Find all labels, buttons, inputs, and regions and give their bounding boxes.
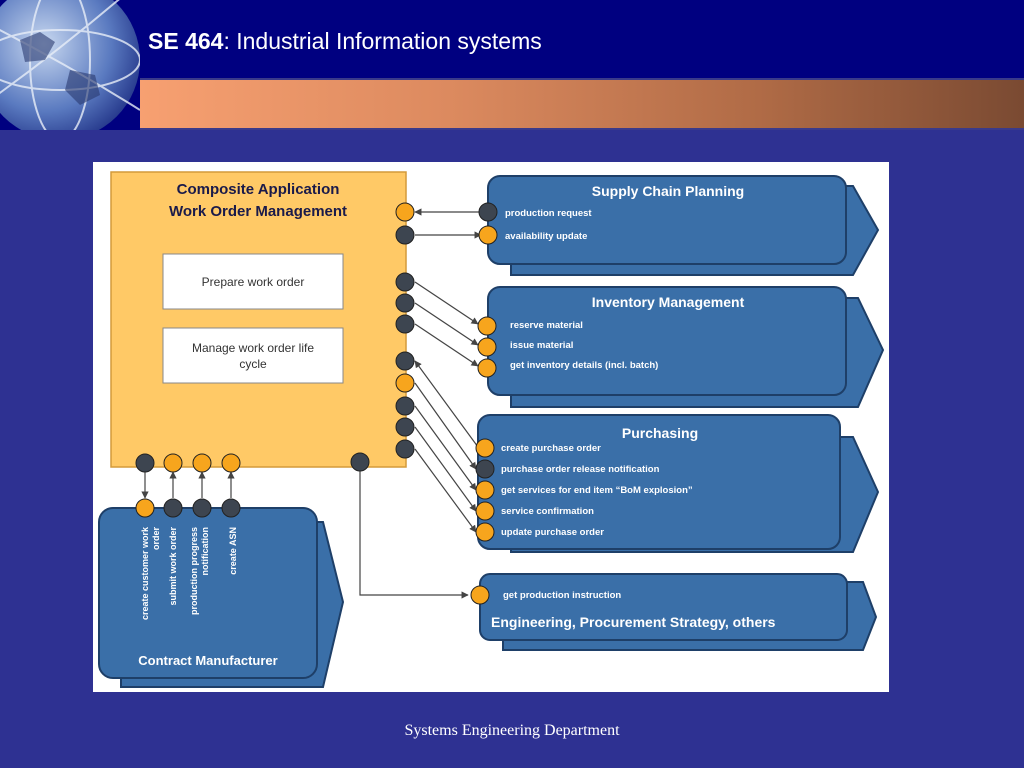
composite-ports bbox=[135, 202, 415, 473]
purchasing-item: update purchase order bbox=[501, 527, 604, 538]
contract-label: submit work order bbox=[168, 527, 178, 606]
composite-title-line2: Work Order Management bbox=[169, 203, 347, 220]
contract-label: production progress bbox=[189, 527, 199, 615]
inventory-title: Inventory Management bbox=[592, 294, 745, 310]
engineering-item: get production instruction bbox=[503, 590, 621, 601]
contract-label: create ASN bbox=[228, 527, 238, 575]
purchasing-item: get services for end item “BoM explosion… bbox=[501, 485, 693, 496]
inventory-item: get inventory details (incl. batch) bbox=[510, 360, 658, 371]
course-code: SE 464 bbox=[148, 28, 224, 54]
purchasing-item: service confirmation bbox=[501, 506, 594, 517]
header-gradient-bar bbox=[140, 78, 1024, 130]
purchasing-system bbox=[477, 414, 880, 553]
contract-manufacturer-title: Contract Manufacturer bbox=[138, 653, 277, 668]
course-title: : Industrial Information systems bbox=[223, 28, 542, 54]
header-bar bbox=[0, 0, 1024, 78]
contract-label: create customer work bbox=[140, 526, 150, 620]
manage-work-order-label-line2: cycle bbox=[239, 357, 267, 371]
slide-title: SE 464: Industrial Information systems bbox=[148, 28, 542, 55]
purchasing-title: Purchasing bbox=[622, 425, 698, 441]
prepare-work-order-box bbox=[162, 253, 344, 310]
connector-lines bbox=[141, 208, 488, 599]
inventory-item: issue material bbox=[510, 340, 573, 351]
supply-chain-title: Supply Chain Planning bbox=[592, 183, 744, 199]
purchasing-item: create purchase order bbox=[501, 443, 601, 454]
supply-chain-planning-system bbox=[487, 175, 880, 276]
system-ports bbox=[135, 202, 498, 605]
engineering-system bbox=[479, 573, 878, 651]
architecture-diagram: Composite Application Work Order Managem… bbox=[98, 171, 885, 688]
contract-manufacturer-system bbox=[98, 507, 345, 688]
manage-work-order-box bbox=[162, 327, 344, 384]
diagram-panel: Composite Application Work Order Managem… bbox=[93, 162, 889, 692]
supply-chain-item: availability update bbox=[505, 231, 587, 242]
engineering-title: Engineering, Procurement Strategy, other… bbox=[491, 614, 776, 630]
supply-chain-item: production request bbox=[505, 208, 592, 219]
composite-application-box bbox=[110, 171, 407, 468]
composite-title-line1: Composite Application bbox=[177, 181, 340, 198]
contract-label: notification bbox=[200, 527, 210, 576]
prepare-work-order-label: Prepare work order bbox=[202, 275, 305, 289]
purchasing-item: purchase order release notification bbox=[501, 464, 660, 475]
footer-text: Systems Engineering Department bbox=[404, 722, 620, 739]
contract-label: order bbox=[151, 527, 161, 551]
globe-logo bbox=[0, 0, 140, 130]
inventory-management-system bbox=[487, 286, 885, 408]
inventory-item: reserve material bbox=[510, 320, 583, 331]
manage-work-order-label-line1: Manage work order life bbox=[192, 341, 314, 355]
